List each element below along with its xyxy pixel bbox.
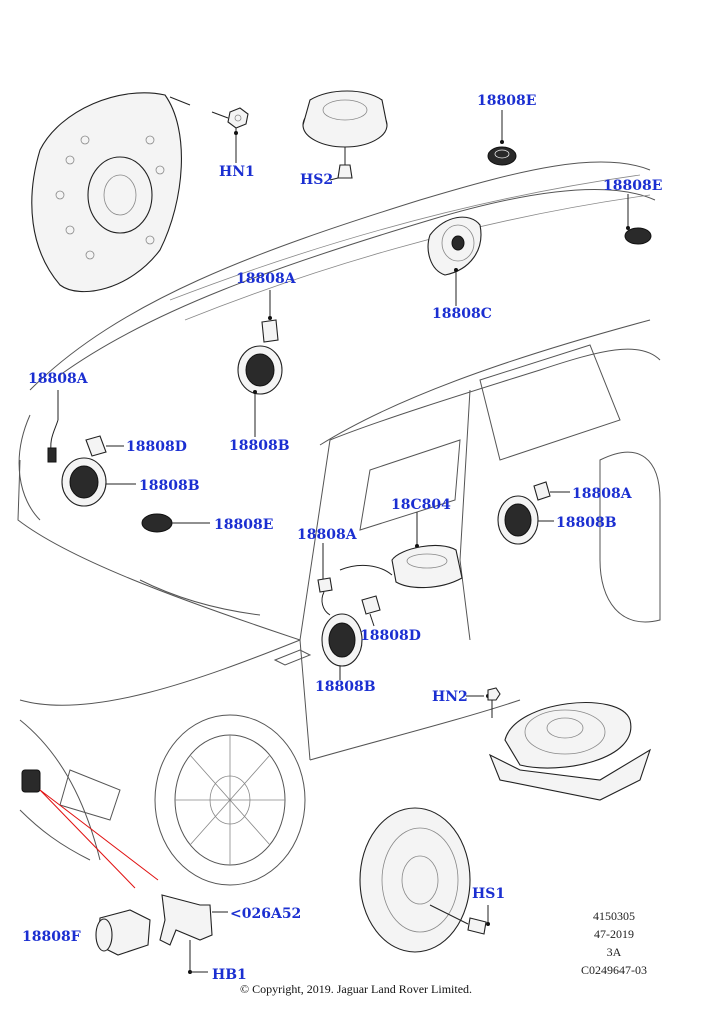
label-18c804: 18C804: [391, 497, 451, 513]
speaker-hs1-group: [359, 807, 490, 953]
tweeter-18808e-right: [624, 194, 652, 245]
label-18808d-mid: 18808D: [360, 628, 421, 644]
label-hn1: HN1: [219, 164, 255, 180]
speaker-group-front-door: [317, 543, 381, 680]
label-hb1: HB1: [212, 967, 247, 983]
label-18808d-left: 18808D: [126, 439, 187, 455]
speaker-group-right-door: [497, 481, 570, 545]
label-hs1: HS1: [472, 886, 506, 902]
label-18808a-left: 18808A: [28, 371, 88, 387]
label-hn2: HN2: [432, 689, 468, 705]
nut-hn1: [211, 107, 249, 163]
center-speaker-18c804: [339, 512, 463, 589]
label-18808b-right-door: 18808B: [556, 515, 617, 531]
label-18808c: 18808C: [432, 306, 492, 322]
speaker-hn2-group: [466, 687, 651, 801]
reference-code: C0249647-03: [581, 963, 647, 977]
tweeter-18808e-top: [487, 110, 517, 166]
label-18808e-left: 18808E: [214, 517, 274, 533]
label-18808f: 18808F: [22, 929, 81, 945]
copyright-notice: © Copyright, 2019. Jaguar Land Rover Lim…: [239, 982, 473, 996]
label-18808b-roof: 18808B: [229, 438, 290, 454]
label-18808e-top: 18808E: [477, 93, 537, 109]
speaker-18808b-roof: [237, 290, 283, 437]
vehicle-outline: [17, 161, 661, 886]
tweeter-top: [302, 90, 388, 181]
speaker-group-left: [47, 390, 210, 533]
large-speaker-top-left: [31, 92, 191, 293]
reference-revision: 3A: [606, 945, 622, 959]
sensor-group-bottom: [21, 769, 228, 974]
label-18808b-left: 18808B: [139, 478, 200, 494]
speaker-18808c: [427, 216, 482, 306]
label-18808a-roof: 18808A: [236, 271, 296, 287]
reference-number: 4150305: [593, 909, 635, 923]
label-18808b-mid: 18808B: [315, 679, 376, 695]
label-18808a-mid: 18808A: [297, 527, 357, 543]
label-hs2: HS2: [300, 172, 334, 188]
label-18808e-right: 18808E: [603, 178, 663, 194]
reference-date: 47-2019: [594, 927, 634, 941]
label-026a52: <026A52: [230, 906, 302, 922]
label-18808a-right-door: 18808A: [572, 486, 632, 502]
